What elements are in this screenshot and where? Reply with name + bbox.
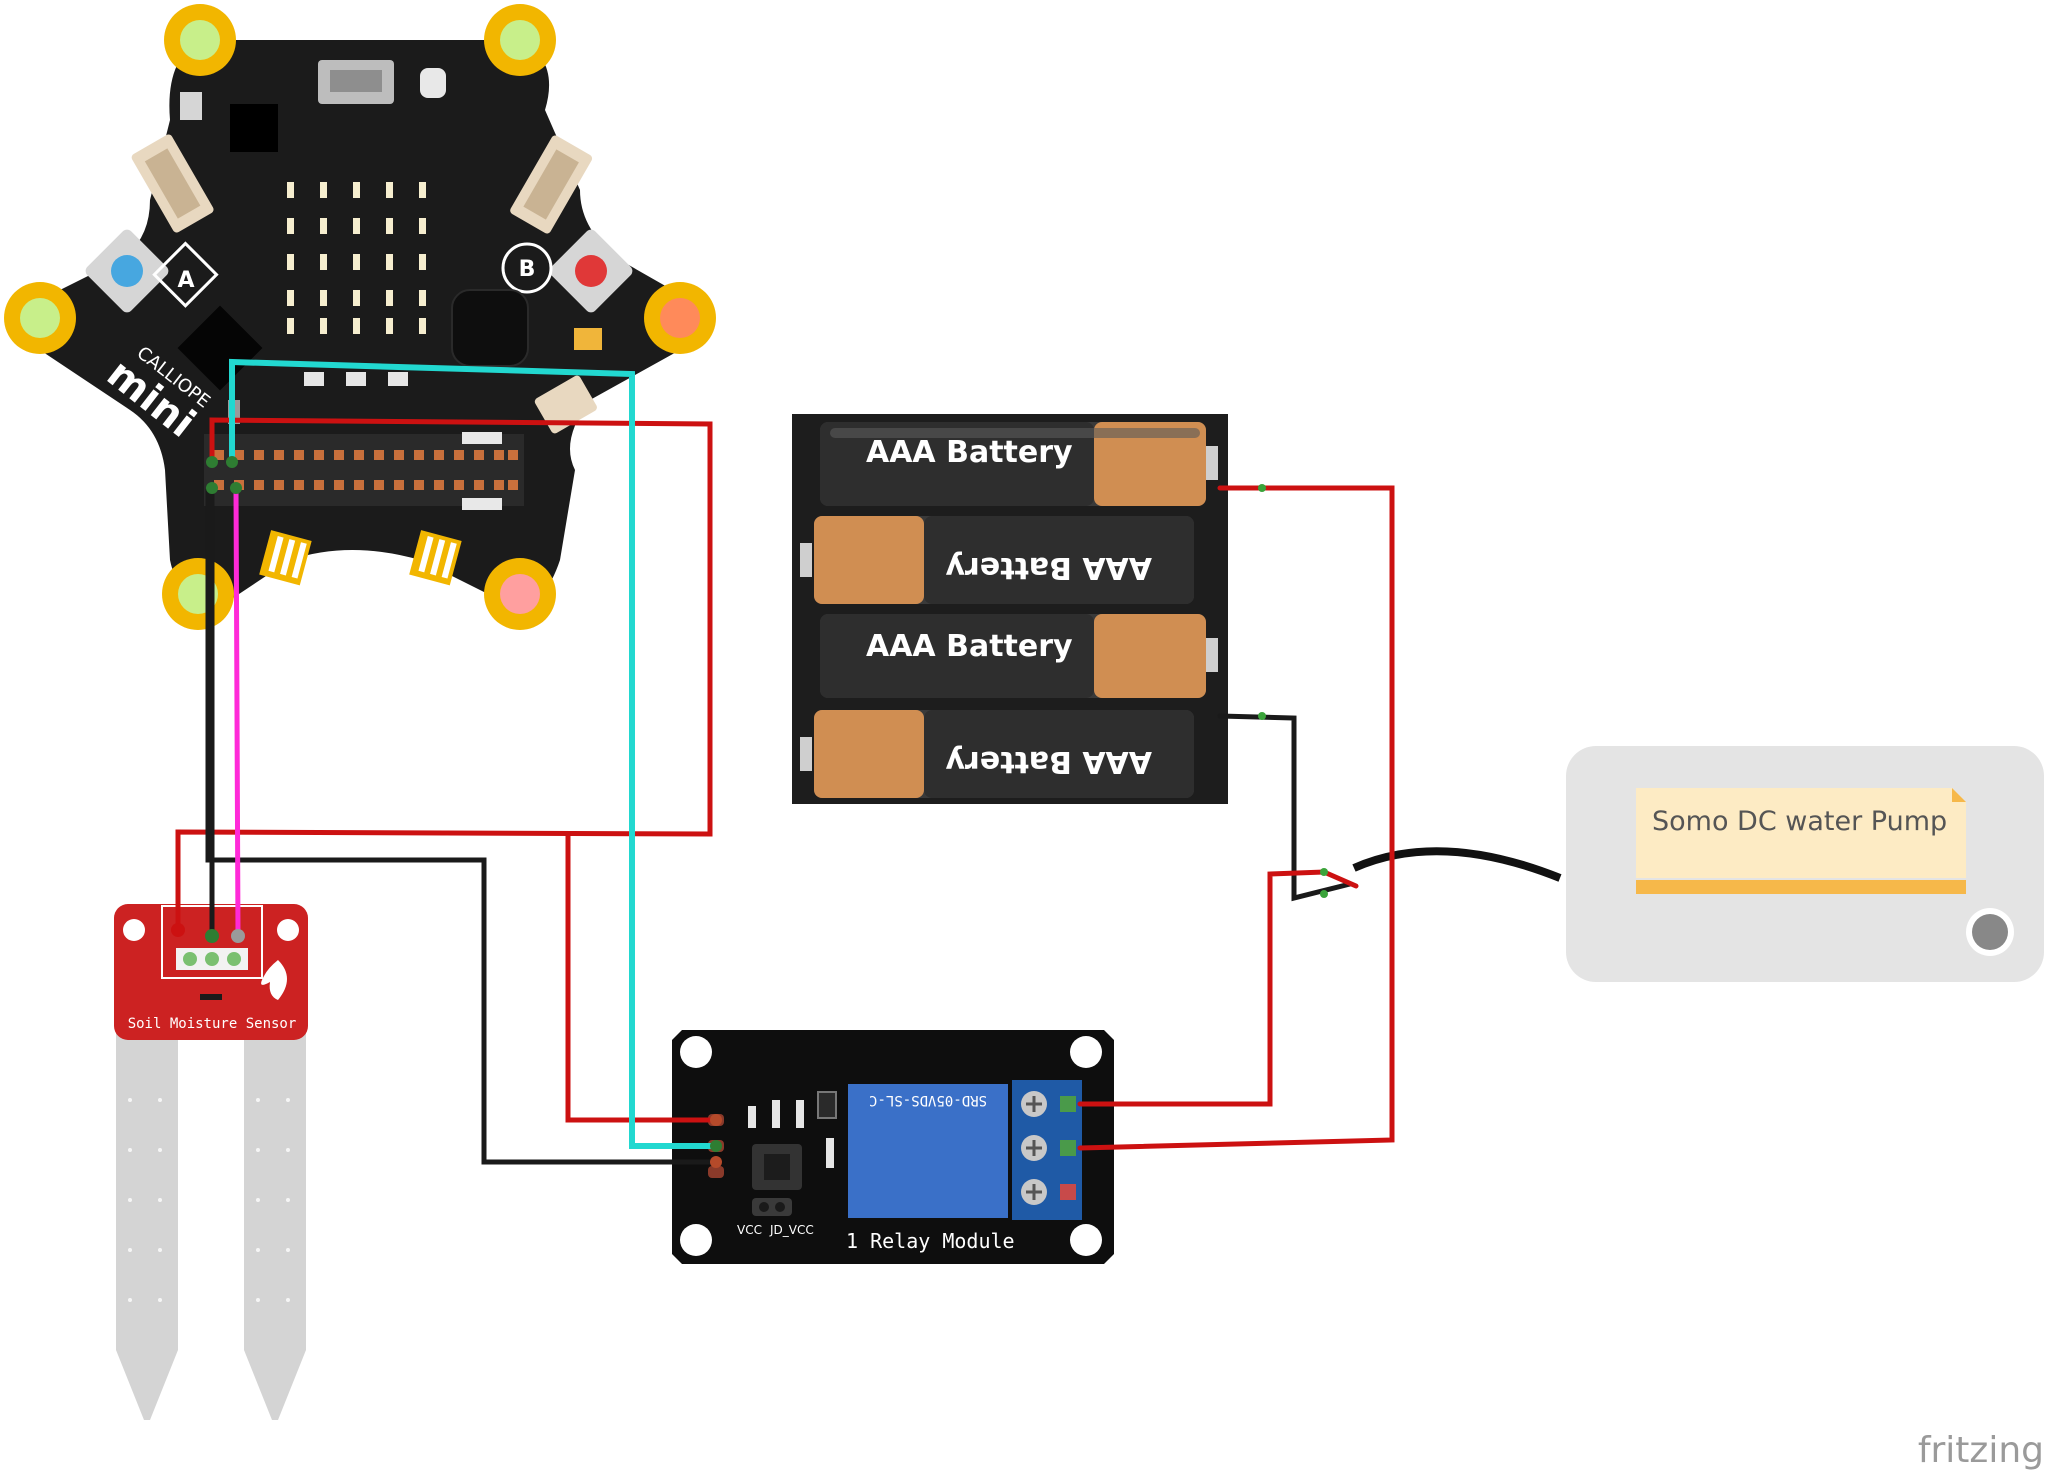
wire-endpoints: [171, 456, 1328, 1168]
processor-chip: [230, 104, 278, 152]
pump-label: Somo DC water Pump: [1652, 806, 1947, 837]
touch-pin-right: [409, 530, 462, 586]
battery-1: AAA Battery: [820, 422, 1218, 506]
speaker: [451, 289, 529, 367]
button-a-label: A: [177, 268, 194, 293]
battery-3-label: AAA Battery: [866, 629, 1073, 664]
board-outline: [25, 40, 698, 605]
button-b-label: B: [519, 257, 536, 282]
pad-bottom-right: [484, 558, 556, 630]
pad-top-left: [164, 4, 236, 76]
wire-black-gnd-bus: [205, 487, 719, 1165]
soil-moisture-sensor: Soil Moisture Sensor: [114, 904, 308, 1420]
wire-red-relay-common: [1077, 869, 1359, 1107]
battery-1-label: AAA Battery: [866, 435, 1073, 470]
fritzing-watermark: fritzing: [1918, 1430, 2044, 1471]
grove-connector-right: [510, 135, 593, 234]
wire-red-relay-vcc: [565, 831, 719, 1123]
battery-4-label: AAA Battery: [945, 744, 1152, 779]
wires: [175, 358, 1395, 1165]
relay-module-label: 1 Relay Module: [846, 1229, 1015, 1253]
relay-module: VCC JD_VCC SRD-05VDS-SL-C 1 Relay Module: [672, 1030, 1114, 1264]
water-pump: Somo DC water Pump: [1352, 746, 2044, 982]
pad-bottom-left: [162, 558, 234, 630]
wire-cyan-relay-in: [229, 358, 719, 1149]
pump-note: Somo DC water Pump: [1636, 788, 1966, 894]
rgb-led: [574, 328, 602, 350]
reset-button: [420, 68, 446, 98]
accelerometer: [177, 305, 263, 391]
button-b: B: [501, 229, 633, 313]
pad-right: [644, 282, 716, 354]
smd-part: [180, 92, 202, 120]
touch-pin-left: [259, 530, 312, 586]
pad-top-right: [484, 4, 556, 76]
battery-2: AAA Battery: [800, 516, 1194, 604]
soil-moisture-sensor-label: Soil Moisture Sensor: [128, 1016, 297, 1032]
battery-4: AAA Battery: [800, 710, 1194, 798]
relay-coil: [848, 1084, 1008, 1218]
jumper-vcc-label: VCC: [737, 1223, 762, 1237]
battery-3: AAA Battery: [820, 614, 1218, 698]
wire-black-battery-negative: [1217, 713, 1353, 902]
button-a: A: [85, 229, 219, 313]
pin-header: [204, 432, 524, 510]
pad-left: [4, 282, 76, 354]
jumper-jdvcc-label: JD_VCC: [769, 1223, 814, 1237]
wire-red-battery-positive: [1077, 485, 1395, 1151]
battery-pack: AAA Battery AAA Battery AAA Battery AAA …: [792, 414, 1228, 804]
relay-chip-label: SRD-05VDS-SL-C: [869, 1092, 987, 1108]
calliope-mini-board: A B CALLIOPE mini: [4, 4, 716, 630]
wire-magenta-signal: [233, 485, 241, 939]
grove-connector-left: [131, 134, 214, 233]
led-matrix: [287, 182, 426, 334]
wire-red-board-power: [175, 417, 713, 933]
battery-2-label: AAA Battery: [945, 550, 1152, 585]
grove-connector-bottom: [534, 375, 597, 434]
